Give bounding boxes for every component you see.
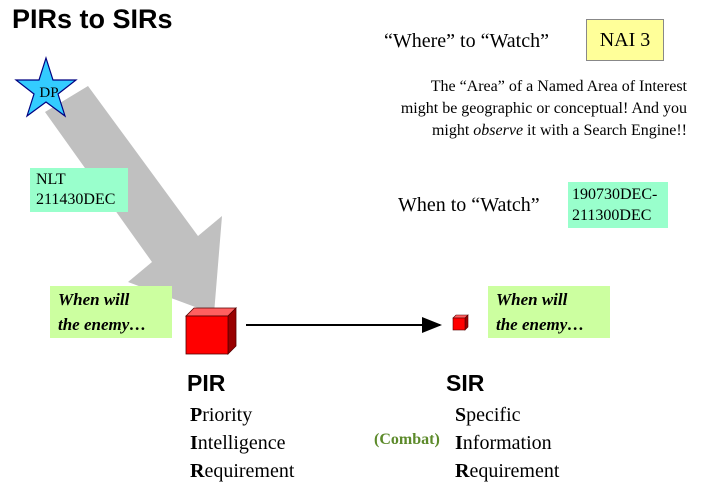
sir-expansion: Specific Information Requirement [455, 401, 559, 485]
combat-qualifier: (Combat) [374, 431, 440, 448]
when-to-watch-label: When to “Watch” [398, 194, 540, 216]
nai-box: NAI 3 [586, 19, 664, 61]
pir-word: Requirement [190, 460, 295, 482]
nai-label: NAI 3 [599, 28, 651, 51]
pir-cube-icon [185, 307, 237, 355]
observe-emphasis: observe [473, 122, 524, 139]
enemy-question-line: When will [496, 290, 568, 309]
enemy-question-sir: When will the enemy… [488, 286, 610, 338]
dp-star-icon: DP [14, 56, 78, 118]
area-note-line: might observe it with a Search Engine!! [431, 122, 687, 139]
page-title: PIRs to SIRs [12, 4, 173, 34]
time-window-start: 190730DEC- [572, 186, 658, 203]
pir-word: Intelligence [190, 432, 286, 454]
sir-word: Information [455, 432, 552, 454]
pir-word: Priority [190, 404, 253, 426]
where-to-watch-label: “Where” to “Watch” [384, 30, 549, 52]
area-note-line: The “Area” of a Named Area of Interest [430, 78, 687, 95]
enemy-question-line: the enemy… [58, 315, 147, 334]
sir-cube-icon [452, 314, 469, 331]
area-note-line: might be geographic or conceptual! And y… [400, 100, 687, 117]
nlt-time: 211430DEC [36, 191, 116, 208]
enemy-question-line: When will [58, 290, 130, 309]
grey-flow-arrow [45, 86, 222, 314]
enemy-question-line: the enemy… [496, 315, 585, 334]
enemy-question-pir: When will the enemy… [50, 286, 172, 338]
nlt-box: NLT 211430DEC [30, 168, 128, 212]
pir-acronym: PIR [187, 370, 226, 396]
area-note: The “Area” of a Named Area of Interest m… [401, 76, 687, 142]
sir-word: Specific [455, 404, 521, 426]
sir-acronym: SIR [446, 370, 485, 396]
dp-label: DP [39, 85, 58, 101]
time-window-box: 190730DEC- 211300DEC [568, 182, 668, 228]
pir-expansion: Priority Intelligence Requirement [190, 401, 294, 485]
nlt-label: NLT [36, 171, 66, 188]
sir-word: Requirement [455, 460, 560, 482]
time-window-end: 211300DEC [572, 207, 652, 224]
